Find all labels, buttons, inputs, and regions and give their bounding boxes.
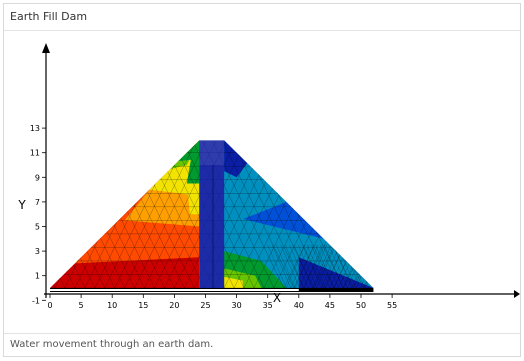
dam-core-layer bbox=[50, 140, 374, 292]
mesh-line-dense bbox=[276, 244, 296, 289]
mesh-line-dense bbox=[299, 244, 319, 289]
mesh-line-dense bbox=[328, 244, 348, 289]
mesh-line-dense bbox=[289, 244, 309, 289]
mesh-line bbox=[383, 134, 458, 288]
mesh-line-dense bbox=[267, 244, 287, 289]
mesh-line bbox=[368, 140, 374, 289]
mesh-line bbox=[423, 134, 498, 288]
mesh-line bbox=[50, 140, 105, 289]
mesh-line-dense bbox=[364, 244, 374, 289]
mesh-line-dense bbox=[286, 244, 306, 289]
mesh-line bbox=[353, 140, 374, 289]
x-tick-label: 40 bbox=[294, 301, 304, 310]
x-tick-label: 35 bbox=[263, 301, 273, 310]
mesh-line bbox=[4, 134, 5, 288]
x-tick-label: 5 bbox=[79, 301, 84, 310]
field-core-edge-green bbox=[186, 140, 200, 184]
dam-core bbox=[199, 165, 225, 288]
dam-crest bbox=[199, 140, 225, 165]
mesh-line-dense bbox=[373, 244, 374, 289]
figure-caption: Water movement through an earth dam. bbox=[10, 339, 214, 350]
y-tick-label: 9 bbox=[35, 173, 40, 182]
mesh-line bbox=[4, 134, 15, 288]
x-ticks: 0 5 10 15 20 25 30 35 40 45 50 55 bbox=[47, 294, 397, 310]
x-tick-label: 15 bbox=[138, 301, 148, 310]
y-axis-arrow bbox=[42, 43, 50, 53]
mesh-line-dense bbox=[315, 244, 335, 289]
mesh-line-dense bbox=[321, 244, 340, 289]
mesh-line-dense bbox=[382, 245, 401, 288]
mesh-line-dense bbox=[303, 244, 323, 289]
mesh-line-dense bbox=[316, 244, 336, 289]
mesh-line-dense bbox=[378, 245, 397, 288]
mesh-line bbox=[333, 140, 374, 289]
mesh-line-dense bbox=[332, 244, 352, 289]
field-core-edge-yellow bbox=[186, 183, 200, 215]
mesh-line-dense bbox=[360, 244, 374, 289]
y-tick-label: 7 bbox=[35, 198, 40, 207]
y-tick-label: 3 bbox=[35, 247, 40, 256]
panel-header: Earth Fill Dam bbox=[4, 4, 520, 31]
mesh-line bbox=[313, 140, 374, 289]
mesh-line bbox=[373, 140, 374, 289]
panel-title: Earth Fill Dam bbox=[10, 10, 88, 23]
x-axis-label: X bbox=[273, 291, 281, 305]
field-band-lightgreen bbox=[161, 140, 200, 172]
mesh-line bbox=[433, 134, 508, 288]
y-axis-label: Y bbox=[17, 198, 26, 212]
mesh-line bbox=[358, 140, 374, 289]
foundation-drain bbox=[50, 289, 299, 291]
x-tick-label: 45 bbox=[325, 301, 335, 310]
mesh-line bbox=[443, 134, 518, 288]
mesh-line bbox=[124, 140, 200, 289]
mesh-line bbox=[50, 140, 51, 289]
mesh-line bbox=[363, 140, 374, 289]
mesh-line bbox=[50, 140, 81, 289]
mesh-line bbox=[228, 140, 304, 289]
x-tick-label: 30 bbox=[232, 301, 242, 310]
mesh-line bbox=[393, 134, 468, 288]
x-tick-label: 20 bbox=[169, 301, 179, 310]
x-tick-label: 0 bbox=[47, 301, 52, 310]
x-axis-arrow bbox=[514, 290, 520, 298]
mesh-line bbox=[348, 140, 374, 289]
mesh-line bbox=[343, 140, 374, 289]
x-tick-label: 50 bbox=[356, 301, 366, 310]
y-tick-label: -1 bbox=[32, 296, 40, 305]
mesh-line bbox=[413, 134, 488, 288]
mesh-line-dense bbox=[284, 244, 304, 289]
y-tick-label: 13 bbox=[30, 124, 40, 133]
mesh-line bbox=[134, 140, 210, 289]
y-tick-label: 11 bbox=[30, 149, 40, 158]
x-tick-label: 10 bbox=[107, 301, 117, 310]
mesh-line-dense bbox=[280, 244, 300, 289]
mesh-line bbox=[323, 140, 374, 289]
x-tick-label: 25 bbox=[200, 301, 210, 310]
mesh-line-dense bbox=[293, 244, 313, 289]
mesh-line-dense bbox=[368, 244, 374, 289]
mesh-line-dense bbox=[294, 244, 314, 289]
mesh-line-dense bbox=[307, 244, 327, 289]
mesh-line-dense bbox=[306, 244, 326, 289]
mesh-line bbox=[403, 134, 478, 288]
x-tick-label: 55 bbox=[387, 301, 397, 310]
mesh-line-dense bbox=[298, 244, 317, 289]
mesh-line-dense bbox=[324, 244, 344, 289]
axes bbox=[42, 43, 520, 298]
mesh-line-dense bbox=[302, 244, 322, 289]
y-tick-label: 1 bbox=[35, 272, 40, 281]
mesh-line-dense bbox=[290, 244, 310, 289]
mesh-line-dense bbox=[312, 244, 332, 289]
panel-footer: Water movement through an earth dam. bbox=[4, 333, 520, 356]
mesh-line-dense bbox=[319, 244, 339, 289]
mesh-line bbox=[219, 140, 294, 289]
field-band-orange bbox=[74, 140, 200, 264]
mesh-line-dense bbox=[311, 244, 331, 289]
mesh-line-dense bbox=[271, 244, 291, 289]
y-tick-label: 5 bbox=[35, 223, 40, 232]
